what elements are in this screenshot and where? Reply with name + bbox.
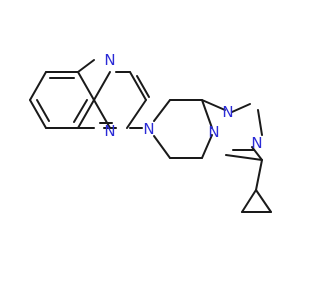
triazole-ring xyxy=(201,99,263,161)
molecule-structure: N N N N N N xyxy=(29,51,272,213)
double-bond-inner xyxy=(73,99,88,123)
double-bond-inner xyxy=(136,75,150,98)
double-bond-inner xyxy=(36,99,50,122)
benzene-ring xyxy=(29,71,95,129)
bond xyxy=(77,71,95,101)
bond xyxy=(255,159,263,191)
bond xyxy=(201,99,226,111)
bond xyxy=(225,154,263,161)
atom-n-quinoxaline-bottom: N xyxy=(104,122,115,140)
bond xyxy=(29,71,47,101)
bond xyxy=(201,134,213,159)
atom-n-amine: N xyxy=(143,120,154,138)
bond xyxy=(29,99,47,129)
bond xyxy=(77,59,95,73)
bond xyxy=(257,109,263,136)
bond xyxy=(93,71,111,101)
bond xyxy=(241,189,257,213)
cyclopropyl xyxy=(241,159,272,213)
structure-canvas: N N N N N N xyxy=(29,51,272,213)
atom-n-triazole-2: N xyxy=(251,134,262,152)
bond xyxy=(153,135,171,159)
bond xyxy=(231,103,251,113)
bond xyxy=(153,99,171,122)
atom-n-triazole-bridge: N xyxy=(208,123,219,141)
atom-n-quinoxaline-top: N xyxy=(104,51,115,69)
pyrazine-ring xyxy=(77,59,150,129)
bond xyxy=(77,99,95,129)
bond xyxy=(129,71,147,101)
tetrahydro-ring xyxy=(153,99,213,159)
bond xyxy=(255,189,272,213)
bond xyxy=(126,99,147,129)
atom-n-triazole-1: N xyxy=(222,103,233,121)
bond xyxy=(201,99,213,129)
